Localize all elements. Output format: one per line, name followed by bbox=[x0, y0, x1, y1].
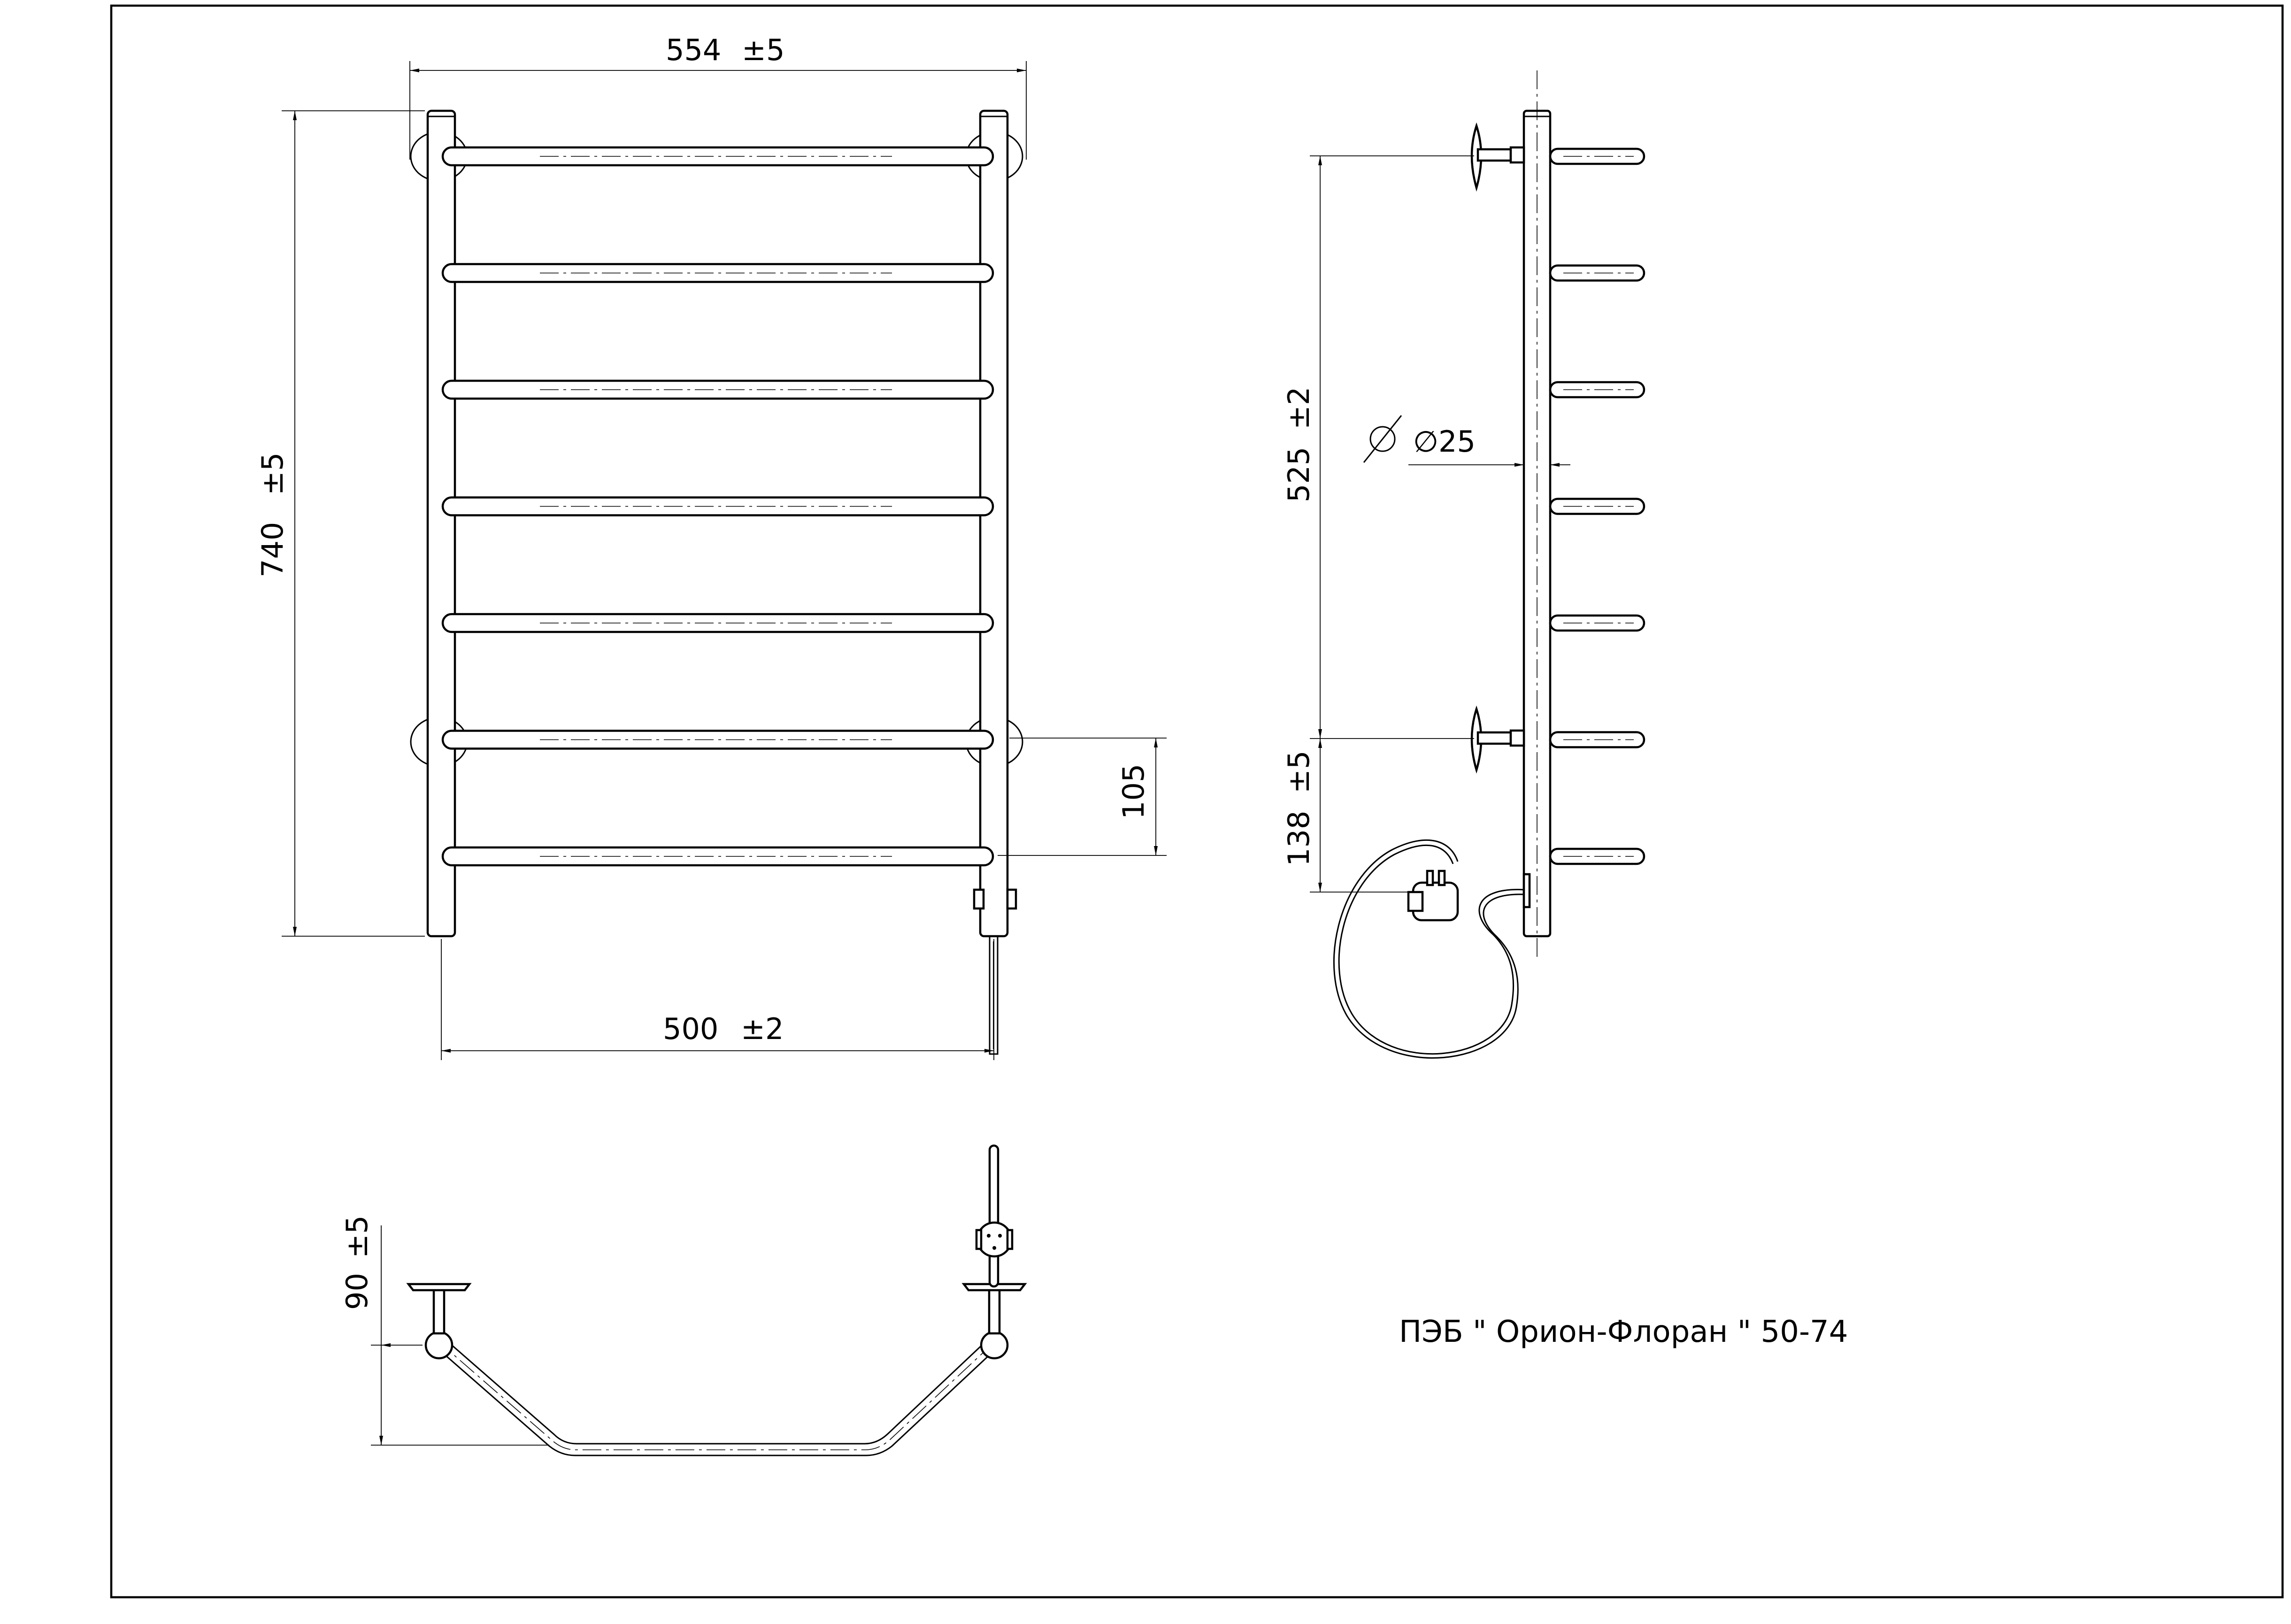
rungs-front bbox=[441, 146, 994, 867]
top-view bbox=[406, 1144, 1027, 1456]
right-post bbox=[979, 109, 1009, 938]
drawing-frame bbox=[110, 4, 2284, 1599]
dim-tube-diameter: ∅25 bbox=[1413, 424, 1476, 459]
rung-front bbox=[441, 146, 994, 167]
dim-center-distance: 500 bbox=[663, 1012, 718, 1046]
top-left-knob bbox=[424, 1331, 454, 1360]
left-post bbox=[426, 109, 456, 938]
top-dimensions: 90 ±5 bbox=[340, 1216, 549, 1446]
rung-front bbox=[441, 379, 994, 400]
rung-front bbox=[441, 846, 994, 867]
dim-overall-height: 740 bbox=[255, 522, 290, 577]
rung-front bbox=[441, 613, 994, 633]
rung-front bbox=[441, 730, 994, 750]
rungs-side bbox=[1549, 147, 1645, 865]
dim-wall-offset: 90 bbox=[340, 1273, 374, 1310]
top-left-bracket bbox=[406, 1283, 472, 1335]
dim-center-distance-tol: ±2 bbox=[741, 1012, 784, 1046]
top-right-bracket bbox=[961, 1283, 1027, 1335]
top-rail-outline bbox=[433, 1344, 1001, 1456]
dim-overall-height-tol: ±5 bbox=[255, 453, 290, 495]
dim-overall-width: 554 bbox=[666, 33, 721, 67]
heater-connector-right bbox=[1006, 888, 1017, 910]
dim-overall-width-tol: ±5 bbox=[742, 33, 784, 67]
heater-connector bbox=[973, 888, 985, 910]
dim-bottom-height-tol: ±5 bbox=[1282, 751, 1316, 793]
side-view bbox=[1333, 70, 1645, 1059]
front-dimensions: 554 ±5 740 ±5 500 ±2 105 bbox=[255, 33, 1167, 1060]
side-dimensions: 525 ±2 138 ±5 ∅25 bbox=[1282, 155, 1570, 893]
front-view bbox=[410, 109, 1023, 1055]
top-right-knob bbox=[980, 1331, 1009, 1360]
rung-front bbox=[441, 496, 994, 516]
side-wall-mount-top bbox=[1470, 122, 1525, 192]
product-title: ПЭБ " Орион-Флоран " 50-74 bbox=[1399, 1315, 1848, 1349]
top-heater bbox=[975, 1144, 1014, 1288]
wall-mount-flanges bbox=[410, 131, 1023, 767]
side-heater-cable bbox=[1333, 839, 1531, 1059]
diameter-symbol bbox=[1369, 426, 1396, 452]
side-wall-mount-bottom bbox=[1470, 705, 1525, 774]
dim-bottom-mount-offset: 105 bbox=[1116, 764, 1151, 819]
dim-mount-spacing: 525 bbox=[1282, 447, 1316, 502]
rung-front bbox=[441, 263, 994, 283]
dim-bottom-height: 138 bbox=[1282, 811, 1316, 866]
dim-wall-offset-tol: ±5 bbox=[340, 1216, 374, 1258]
dim-mount-spacing-tol: ±2 bbox=[1282, 387, 1316, 430]
